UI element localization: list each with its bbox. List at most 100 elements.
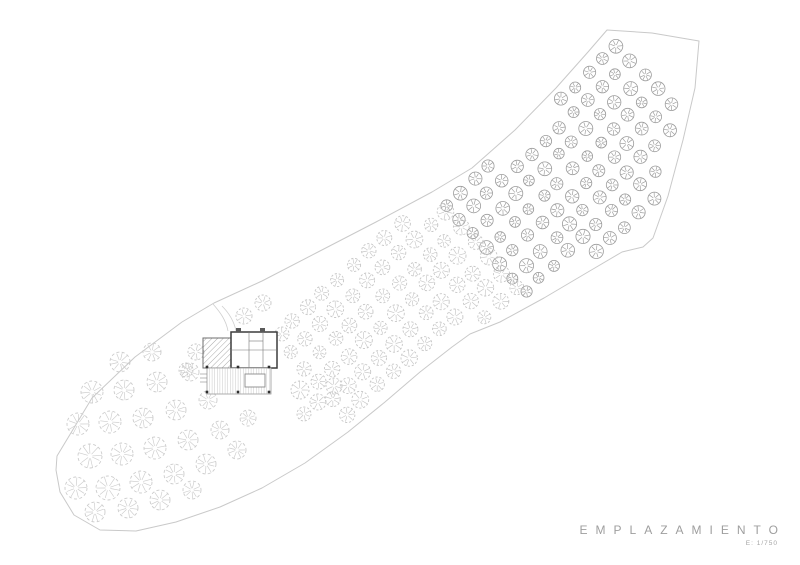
tree-symbol [296, 406, 312, 422]
pool [244, 373, 266, 388]
tree-symbol [312, 345, 327, 360]
title-block: EMPLAZAMIENTO E: 1/750 [580, 523, 786, 547]
tree-symbol [554, 91, 568, 106]
tree-symbol [619, 165, 634, 180]
tree-symbol [476, 279, 495, 297]
tree-symbol [552, 121, 566, 135]
tree-symbol [311, 315, 328, 332]
tree-symbol [596, 52, 609, 65]
tree-symbol [436, 202, 455, 221]
tree-symbol [633, 149, 648, 164]
tree-symbol [509, 216, 521, 228]
tree-symbol [593, 108, 607, 121]
tree-symbol [345, 288, 361, 304]
tree-symbol [603, 231, 617, 245]
tree-symbol [77, 443, 103, 469]
tree-symbol [361, 243, 377, 259]
tree-symbol [326, 300, 345, 318]
tree-symbol [325, 377, 343, 395]
tree-symbol [417, 336, 433, 352]
tree-symbol [649, 165, 662, 178]
tree-symbol [448, 246, 467, 265]
tree-symbol [423, 217, 439, 233]
tree-symbol [149, 489, 171, 511]
tree-symbol [195, 453, 217, 475]
tree-symbol [385, 335, 403, 353]
tree-symbol [580, 177, 593, 190]
tree-symbol [110, 442, 134, 466]
tree-symbol [402, 321, 419, 338]
tree-symbol [129, 470, 153, 494]
tree-symbol [198, 390, 218, 410]
tree-symbol [535, 215, 550, 230]
tree-symbol [619, 193, 632, 206]
tree-symbol [328, 331, 344, 346]
drawing-scale: E: 1/750 [745, 540, 778, 547]
tree-symbol [510, 159, 524, 173]
tree-symbol [357, 303, 374, 320]
tree-symbol [163, 463, 185, 485]
tree-symbol [581, 150, 594, 162]
tree-symbol [165, 399, 187, 421]
tree-symbol [432, 293, 450, 311]
tree-symbol [339, 406, 356, 423]
tree-symbol [284, 313, 300, 329]
tree-symbol [607, 150, 622, 164]
tree-symbol [495, 173, 509, 188]
tree-symbol [569, 81, 582, 94]
tree-symbol [113, 379, 135, 401]
tree-symbol [324, 391, 341, 408]
tree-symbol [283, 344, 298, 359]
tree-symbol [373, 320, 388, 335]
tree-symbol [418, 274, 436, 292]
tree-symbol [495, 201, 511, 216]
tree-symbol [400, 349, 418, 367]
tree-symbol [178, 362, 194, 378]
tree-symbol [479, 240, 494, 255]
tree-symbol [309, 393, 327, 411]
tree-symbol [290, 380, 310, 400]
tree-symbol [633, 177, 647, 192]
tree-symbol [521, 228, 535, 242]
tree-symbol [80, 380, 104, 404]
tree-symbol [519, 258, 535, 274]
tree-symbol [564, 135, 578, 149]
tree-symbol [605, 178, 619, 192]
tree-symbol [405, 292, 420, 307]
tree-symbol [449, 276, 466, 293]
tree-symbol [239, 409, 257, 427]
tree-symbol [95, 475, 121, 501]
tree-symbol [532, 271, 545, 284]
tree-symbol [418, 305, 434, 321]
tree-symbol [562, 216, 578, 232]
tree-symbol [464, 265, 481, 282]
tree-symbol [592, 164, 606, 178]
tree-symbol [300, 299, 316, 316]
tree-symbol [550, 177, 564, 191]
tree-symbol [479, 247, 498, 266]
tree-symbol [385, 363, 402, 379]
tree-symbol [647, 191, 662, 206]
tree-symbol [437, 234, 451, 248]
tree-symbol [109, 351, 131, 373]
tree-symbol [177, 429, 199, 451]
tree-symbol [595, 80, 610, 94]
tree-symbol [537, 161, 553, 177]
tree-symbol [618, 221, 631, 235]
tree-symbol [634, 121, 649, 136]
tree-symbol [422, 247, 438, 262]
tree-symbol [117, 497, 139, 519]
tree-symbol [609, 68, 621, 80]
tree-symbol [620, 107, 635, 122]
tree-symbol [509, 280, 525, 296]
tree-symbol [639, 68, 652, 82]
tree-symbol [394, 215, 411, 232]
tree-symbol [351, 390, 370, 409]
tree-symbol [146, 371, 168, 393]
tree-symbol [506, 244, 519, 257]
tree-symbol [466, 227, 479, 240]
tree-symbol [532, 244, 548, 259]
tree-symbol [182, 480, 202, 500]
tree-symbol [462, 292, 479, 310]
tree-symbol [578, 121, 594, 136]
